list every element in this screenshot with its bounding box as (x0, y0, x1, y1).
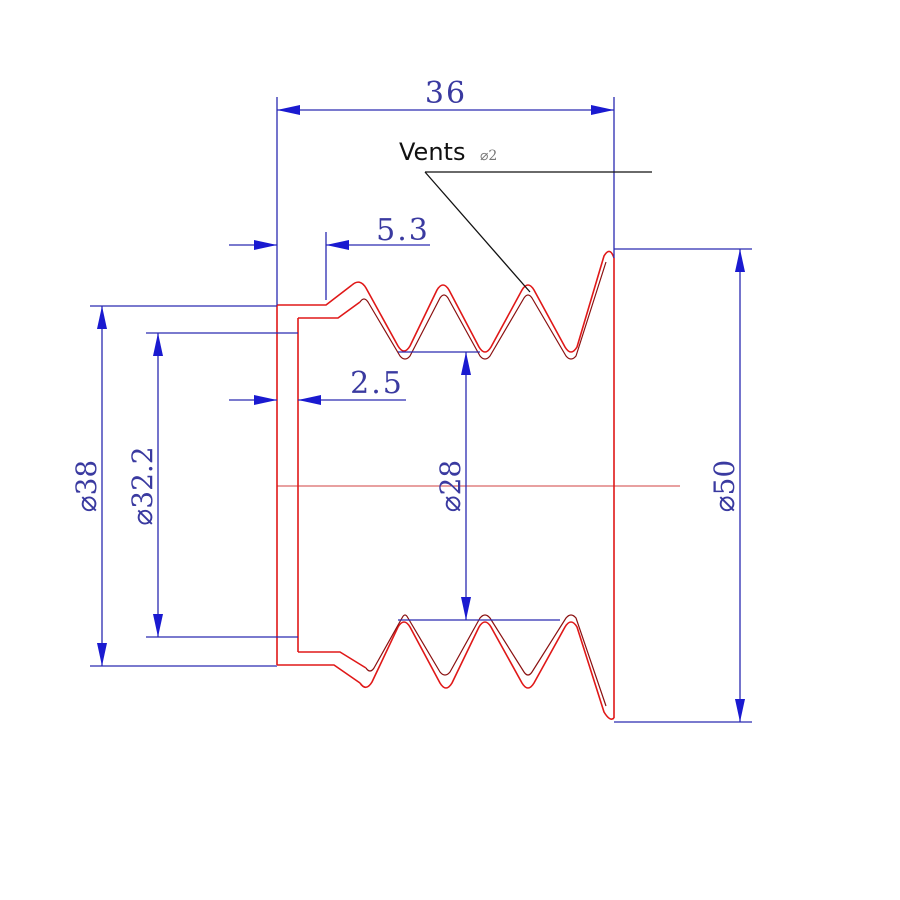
dimension-inner-diameter-neck-label: ⌀32.2 (126, 446, 159, 525)
dimension-inner-diameter-bellows (398, 351, 560, 621)
dimension-wall-thickness-label: 2.5 (350, 366, 404, 401)
dimension-outer-diameter-flange-label: ⌀50 (708, 460, 741, 513)
dimension-inner-diameter-neck (146, 332, 298, 638)
vents-callout (424, 171, 652, 293)
dimension-outer-diameter-flange (614, 248, 752, 723)
dimension-wall-thickness (229, 395, 406, 405)
dimension-inner-diameter-bellows-label: ⌀28 (434, 460, 467, 513)
dimension-outer-diameter-neck-label: ⌀38 (70, 460, 103, 513)
vents-callout-detail: ⌀2 (480, 148, 497, 164)
vents-callout-label: Vents (399, 138, 465, 166)
dimension-lip-length (229, 232, 430, 300)
bellows-part-outline (276, 250, 615, 720)
dimension-overall-length-label: 36 (425, 76, 467, 111)
dimension-overall-length (276, 97, 615, 305)
dimension-lip-length-label: 5.3 (376, 213, 430, 248)
dimension-outer-diameter-neck (90, 305, 277, 667)
